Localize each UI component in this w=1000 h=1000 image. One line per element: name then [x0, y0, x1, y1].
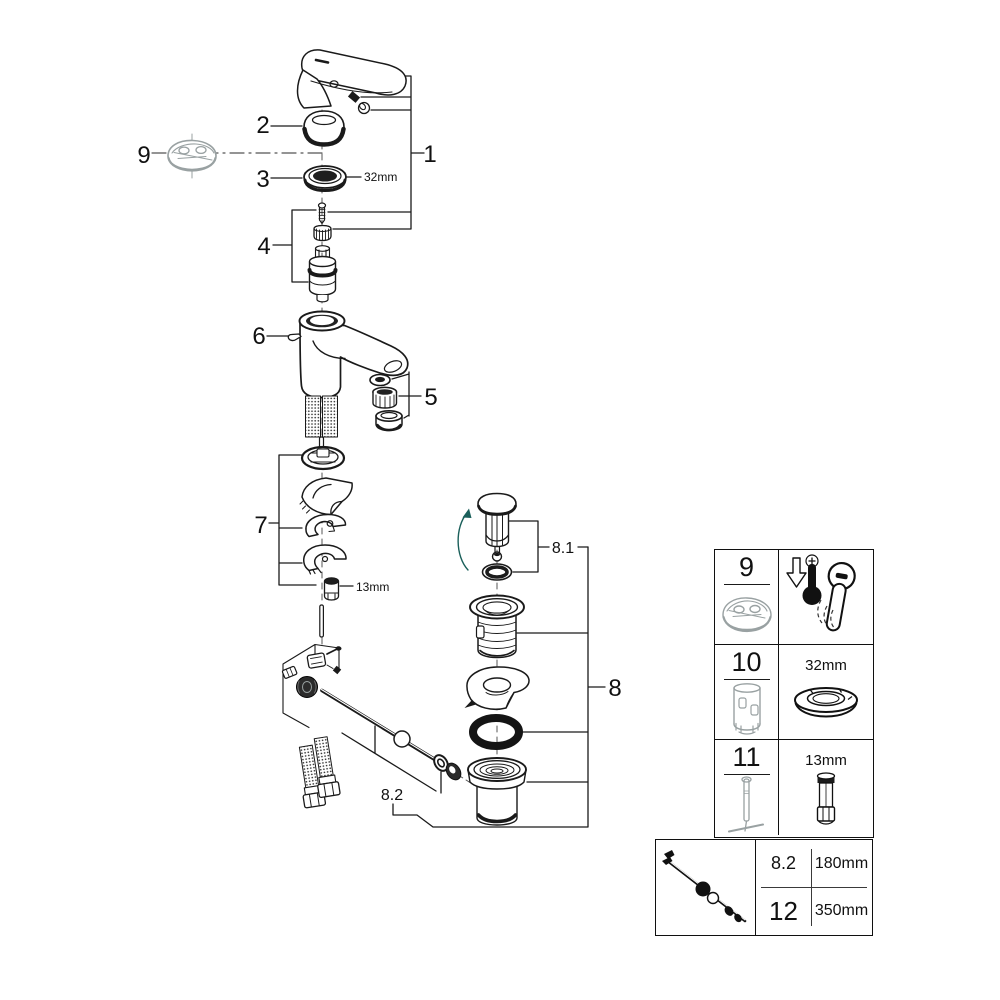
callout-4: 4 [257, 233, 270, 260]
cartridge-nut [313, 224, 332, 242]
length-grid: 8.2 180mm 12 350mm [756, 840, 872, 935]
callout-7: 7 [254, 512, 267, 539]
callout-brackets [266, 75, 606, 828]
callout-3: 3 [256, 166, 269, 193]
pop-up-rod [320, 688, 454, 772]
legend-num-9: 9 [723, 554, 770, 585]
callout-8: 8 [608, 675, 621, 702]
faucet-body-part6 [287, 310, 409, 399]
callout-5: 5 [424, 384, 437, 411]
cartridge-part4 [307, 245, 338, 303]
dim-13mm: 13mm [356, 580, 389, 594]
pop-up-rod-assembly-icon [661, 849, 746, 922]
legend-num-10: 10 [723, 649, 770, 680]
mounting-ring-icon [794, 687, 858, 718]
handle-cap-icon [721, 597, 772, 633]
mounting-clamp-horseshoe [303, 544, 347, 575]
mounting-nut-13mm [323, 577, 340, 601]
drain-o-ring [469, 714, 523, 750]
tools-legend-table: 9 [714, 549, 874, 838]
linkage-clamp-assembly [281, 643, 342, 729]
drain-tailpiece [467, 757, 527, 826]
cartridge-sleeve-tool-icon [732, 683, 761, 735]
length-value-350mm: 350mm [814, 902, 869, 919]
temperature-limiter-icon [786, 554, 856, 632]
grid-horizontal-divider [761, 887, 867, 888]
rotate-arrow [457, 508, 472, 571]
socket-adapter-icon [816, 772, 836, 825]
legend-row-9: 9 [715, 550, 873, 645]
mounting-ring-part3 [303, 165, 347, 192]
legend-row-10: 10 32mm [715, 645, 873, 740]
callout-6: 6 [252, 323, 265, 350]
length-ref-8-2: 8.2 [770, 853, 797, 873]
supply-hoses-bottom [298, 736, 341, 809]
dim-13mm-table: 13mm [805, 752, 847, 769]
escutcheon-cap-part2 [302, 110, 346, 147]
callout-8-1: 8.1 [552, 540, 574, 557]
callout-1: 1 [423, 141, 436, 168]
wedge-spacer [299, 477, 353, 516]
legend-row-11: 11 13mm [715, 740, 873, 835]
handle-icon [825, 561, 856, 632]
extension-rod-tool-icon [727, 776, 764, 833]
handle-cap-part9 [167, 133, 217, 179]
grid-vertical-divider [811, 849, 812, 926]
down-arrow-icon [786, 557, 807, 588]
handle-lever [296, 49, 407, 109]
pull-rod-pin [319, 604, 324, 638]
callout-2: 2 [256, 112, 269, 139]
cartridge-screw [317, 202, 327, 225]
hand-outline-icon [817, 599, 835, 628]
rod-length-table: 8.2 180mm 12 350mm [655, 839, 873, 936]
dim-32mm-table: 32mm [805, 657, 847, 674]
base-gasket-ring [300, 445, 346, 471]
rod-cone-washer [445, 762, 462, 781]
locking-ring-half [305, 513, 347, 538]
length-value-180mm: 180mm [814, 854, 869, 872]
aerator-set-part5 [369, 373, 403, 432]
callout-9: 9 [137, 142, 150, 169]
legend-num-11: 11 [723, 744, 770, 775]
handle-screw-and-plug [347, 91, 371, 115]
rod-o-ring [433, 754, 449, 772]
drain-flange [469, 594, 525, 659]
drain-wedge-gasket [464, 666, 530, 711]
dim-32mm: 32mm [364, 170, 397, 184]
callout-8-2: 8.2 [381, 787, 403, 804]
thermometer-icon [802, 554, 822, 605]
pop-up-plug-8-1 [477, 492, 517, 562]
plug-o-ring [481, 563, 513, 581]
length-ref-12: 12 [769, 895, 798, 926]
